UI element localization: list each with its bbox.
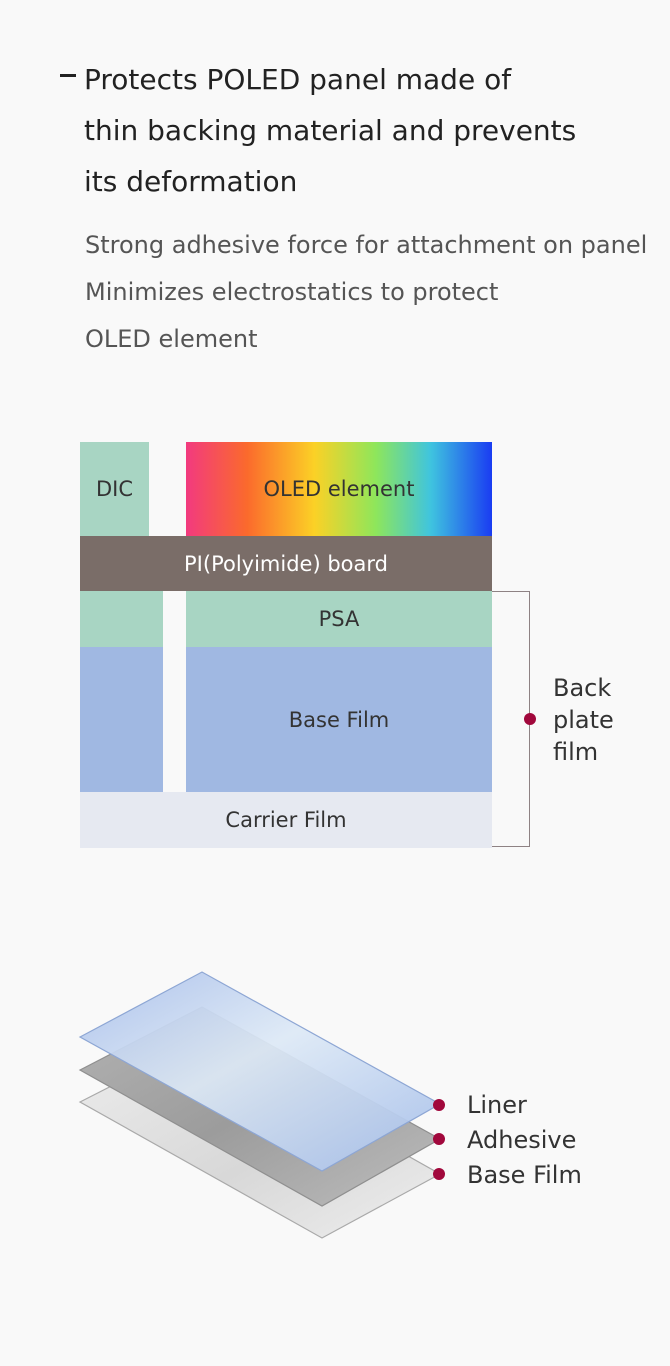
sheet-stack-illustration — [78, 971, 445, 1239]
dic-layer: DIC — [80, 442, 149, 536]
pi-board-layer: PI(Polyimide) board — [80, 536, 492, 591]
back-plate-film-label: Back plate film — [553, 672, 614, 768]
oled-element-layer: OLED element — [186, 442, 492, 536]
feature-item: Strong adhesive force for attachment on … — [85, 231, 648, 259]
psa-layer: PSA — [186, 591, 492, 647]
carrier-film-layer: Carrier Film — [80, 792, 492, 848]
back-plate-marker-dot — [524, 713, 536, 725]
base-film-layer: Base Film — [186, 647, 492, 792]
adhesive-marker-dot — [433, 1133, 445, 1145]
base-film-sheet-label: Base Film — [467, 1161, 582, 1189]
headline-dash — [60, 74, 76, 77]
feature-item: Minimizes electrostatics to protect — [85, 278, 499, 306]
back-plate-label-line: film — [553, 738, 599, 766]
liner-marker-dot — [433, 1099, 445, 1111]
sheet-stack-labels: Liner Adhesive Base Film — [467, 1088, 582, 1193]
psa-layer-left — [80, 591, 163, 647]
psa-label: PSA — [318, 607, 360, 631]
adhesive-label: Adhesive — [467, 1126, 577, 1154]
headline-line: Protects POLED panel made of — [84, 63, 512, 96]
headline-line: its deformation — [84, 165, 298, 198]
liner-label: Liner — [467, 1091, 527, 1119]
oled-element-label: OLED element — [263, 477, 415, 501]
feature-item: OLED element — [85, 325, 258, 353]
headline: Protects POLED panel made of thin backin… — [84, 54, 644, 207]
base-film-layer-left — [80, 647, 163, 792]
feature-list: Strong adhesive force for attachment on … — [85, 222, 647, 363]
pi-board-label: PI(Polyimide) board — [184, 551, 388, 576]
headline-line: thin backing material and prevents — [84, 114, 577, 147]
base-film-label: Base Film — [288, 707, 390, 732]
back-plate-label-line: Back — [553, 674, 612, 702]
dic-label: DIC — [95, 477, 134, 501]
back-plate-label-line: plate — [553, 706, 614, 734]
carrier-film-label: Carrier Film — [225, 808, 347, 832]
base-film-marker-dot — [433, 1168, 445, 1180]
